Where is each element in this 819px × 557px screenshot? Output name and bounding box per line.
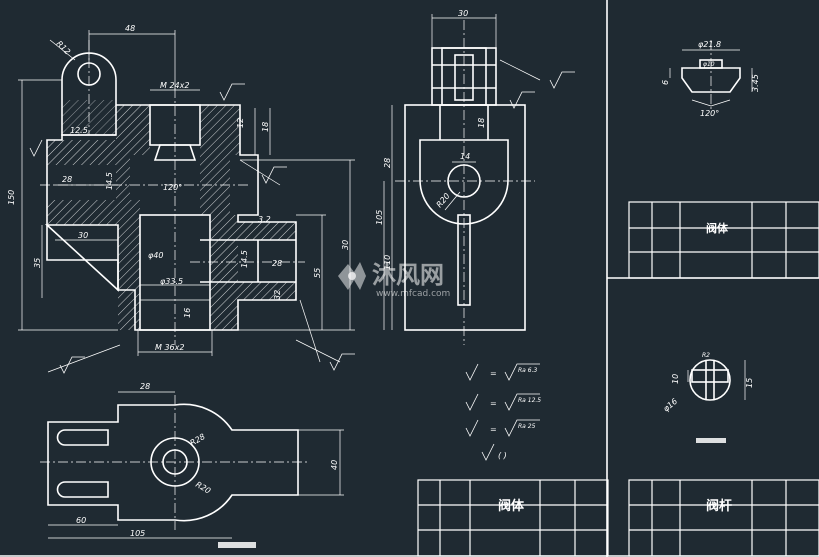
top-dim-r28: R28 (189, 432, 207, 448)
legend-eq-1: = (490, 369, 497, 378)
detail1-angle: 120° (700, 109, 719, 118)
title-block-3: 阀杆 (628, 479, 819, 557)
watermark: 沐风网 www.mfcad.com (338, 261, 450, 299)
roughness-label-a: 12.5 (70, 126, 88, 135)
detail2-d10: 10 (671, 374, 680, 384)
dim-left-30: 30 (78, 231, 88, 240)
watermark-logo-icon (338, 262, 366, 290)
top-dim-105: 105 (130, 529, 145, 538)
roughness-symbol-icon (261, 166, 287, 184)
roughness-symbol-icon (504, 419, 540, 437)
detail-part-1: φ21.8 φ10 6 3.45 120° (661, 40, 760, 118)
detail1-d3: 3.45 (751, 74, 760, 92)
dim-55: 55 (313, 268, 322, 278)
roughness-symbol-icon (481, 443, 495, 461)
detail2-top: R2 (702, 352, 710, 359)
title-block-2-name: 阀体 (706, 221, 729, 235)
dim-14-5: 14.5 (105, 172, 114, 190)
top-dim-60: 60 (76, 516, 86, 525)
legend-rest: ( ) (498, 451, 507, 460)
dim-30: 30 (341, 240, 350, 250)
legend-value-3: Ra 25 (518, 423, 536, 430)
detail2-caption (696, 438, 726, 443)
legend-value-2: Ra 12.5 (518, 397, 541, 404)
roughness-symbol-icon (504, 363, 540, 381)
top-view: 28 60 105 R28 R20 40 (40, 382, 344, 548)
title-block-3-name: 阀杆 (706, 498, 732, 514)
roughness-symbol-icon (465, 393, 479, 411)
dim-left-35: 35 (33, 258, 42, 268)
title-block-1: 阀体 (417, 479, 609, 557)
top-dim-40: 40 (330, 460, 339, 470)
title-block-1-name: 阀体 (498, 498, 525, 514)
watermark-url: www.mfcad.com (376, 289, 450, 299)
dim-12: 12 (236, 118, 245, 128)
detail1-dia: φ21.8 (698, 40, 721, 49)
top-dim-28: 28 (140, 382, 150, 391)
roughness-label-b: 3.2 (258, 215, 271, 224)
dim-phi33-5: φ33.5 (160, 277, 183, 286)
side-dim-14: 14 (460, 152, 470, 161)
dim-14-5b: 14.5 (240, 250, 249, 268)
front-view: 48 M 24x2 150 28 14.5 30 35 120° 12 18 φ… (7, 24, 355, 374)
detail2-dia: φ16 (662, 397, 680, 414)
legend-eq-2: = (490, 399, 497, 408)
detail2-d15: 15 (745, 378, 754, 388)
title-block-2: 阀体 (628, 201, 819, 279)
roughness-symbol-icon (59, 356, 85, 374)
side-dim-r20: R20 (435, 191, 452, 209)
roughness-symbol-icon (29, 139, 43, 157)
dim-left-28: 28 (62, 175, 72, 184)
roughness-symbol-icon (549, 71, 575, 89)
dim-r32: 32 (273, 290, 282, 300)
detail1-dia2: φ10 (703, 61, 715, 68)
side-dim-18: 18 (477, 118, 486, 128)
detail1-d6: 6 (661, 80, 670, 85)
legend-value-1: Ra 6.3 (518, 367, 537, 374)
side-view: 30 14 18 28 105 110 R20 (375, 9, 575, 345)
side-dim-105: 105 (375, 210, 384, 225)
roughness-symbol-icon (504, 393, 540, 411)
side-dim-28: 28 (383, 158, 392, 168)
roughness-symbol-icon (329, 353, 355, 371)
dim-top-width: 48 (125, 24, 135, 33)
dim-16: 16 (183, 308, 192, 318)
roughness-symbol-icon (219, 83, 245, 101)
dim-18: 18 (261, 122, 270, 132)
roughness-legend: = Ra 6.3 = Ra 12.5 = Ra 25 ( ) (465, 363, 541, 461)
side-dim-110: 110 (383, 255, 392, 270)
legend-eq-3: = (490, 425, 497, 434)
dim-thread-top: M 24x2 (160, 81, 189, 90)
detail-part-2: 15 10 φ16 R2 (662, 352, 754, 443)
view-caption (218, 542, 256, 548)
roughness-symbol-icon (465, 363, 479, 381)
watermark-brand: 沐风网 (372, 261, 444, 289)
roughness-symbol-icon (465, 419, 479, 437)
dim-total-height: 150 (7, 190, 16, 205)
top-dim-r20: R20 (194, 480, 212, 496)
dim-28b: 28 (272, 259, 282, 268)
dim-angle-120: 120° (163, 183, 182, 192)
roughness-symbol-icon (509, 91, 535, 109)
side-top-width: 30 (458, 9, 468, 18)
dim-phi40: φ40 (148, 251, 163, 260)
dim-r12: R12 (55, 39, 73, 57)
dim-thread-bottom: M 36x2 (155, 343, 184, 352)
